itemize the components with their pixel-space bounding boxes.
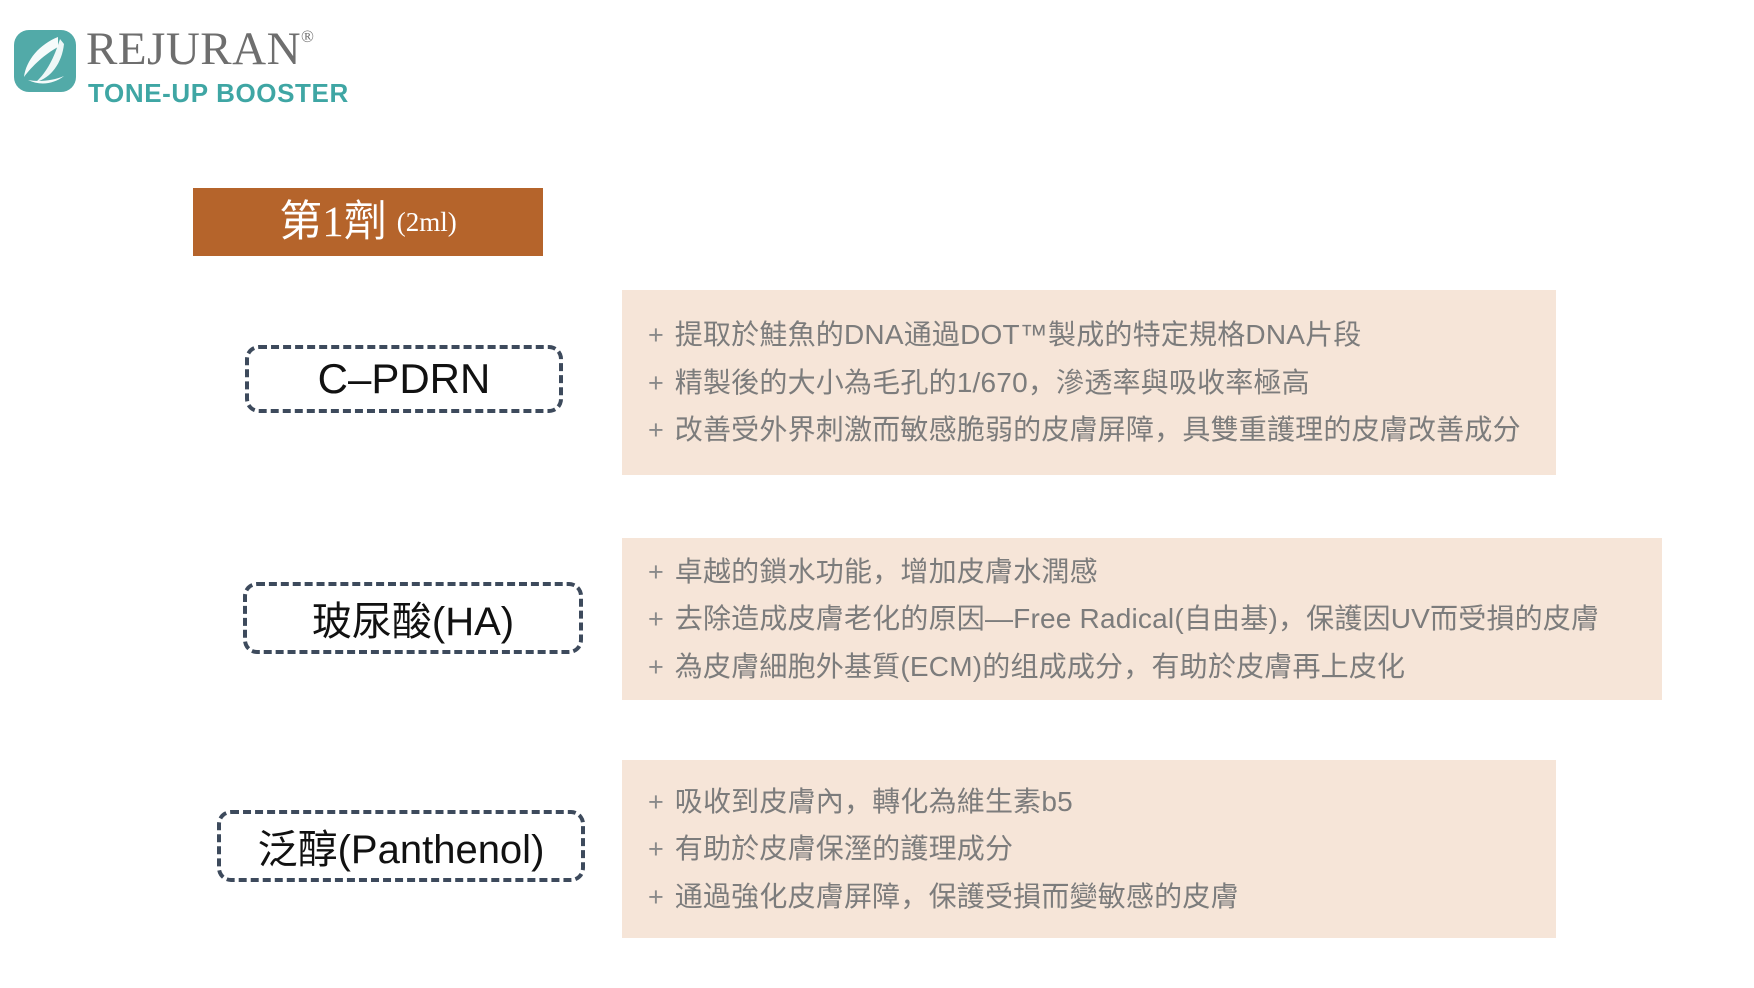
ingredient-row: 玻尿酸(HA) + 卓越的鎖水功能，增加皮膚水潤感 + 去除造成皮膚老化的原因—… — [0, 538, 1754, 708]
ingredient-description-panel: + 提取於鮭魚的DNA通過DOT™製成的特定規格DNA片段 + 精製後的大小為毛… — [622, 290, 1556, 475]
list-item-text: 為皮膚細胞外基質(ECM)的组成成分，有助於皮膚再上皮化 — [674, 650, 1406, 682]
page-title: 第1劑 (2ml) — [193, 188, 543, 256]
brand-wordmark-text: REJURAN — [86, 23, 302, 75]
list-item-text: 去除造成皮膚老化的原因—Free Radical(自由基)，保護因UV而受損的皮… — [674, 603, 1600, 635]
rejuran-leaf-logo-icon — [14, 30, 76, 92]
list-item: + 通過強化皮膚屏障，保護受損而變敏感的皮膚 — [648, 873, 1528, 920]
list-item: + 精製後的大小為毛孔的1/670，滲透率與吸收率極高 — [648, 359, 1528, 406]
page-title-volume: (2ml) — [396, 206, 457, 237]
list-item: + 改善受外界刺激而敏感脆弱的皮膚屏障，具雙重護理的皮膚改善成分 — [648, 406, 1528, 453]
ingredient-description-panel: + 卓越的鎖水功能，增加皮膚水潤感 + 去除造成皮膚老化的原因—Free Rad… — [622, 538, 1662, 700]
plus-icon: + — [648, 556, 664, 587]
page-title-text: 第1劑 — [279, 198, 387, 246]
plus-icon: + — [648, 651, 664, 682]
brand-wordmark: REJURAN® — [86, 22, 314, 76]
ingredient-description-panel: + 吸收到皮膚內，轉化為維生素b5 + 有助於皮膚保溼的護理成分 + 通過強化皮… — [622, 760, 1556, 938]
list-item-text: 提取於鮭魚的DNA通過DOT™製成的特定規格DNA片段 — [674, 319, 1362, 351]
ingredient-label-panthenol: 泛醇(Panthenol) — [217, 810, 585, 882]
ingredient-label-c-pdrn: C–PDRN — [245, 345, 563, 413]
plus-icon: + — [648, 604, 664, 635]
ingredient-label-text: 玻尿酸(HA) — [311, 600, 515, 644]
plus-icon: + — [648, 786, 664, 817]
list-item: + 有助於皮膚保溼的護理成分 — [648, 825, 1528, 872]
list-item: + 去除造成皮膚老化的原因—Free Radical(自由基)，保護因UV而受損… — [648, 595, 1634, 642]
ingredient-label-hyaluronic-acid: 玻尿酸(HA) — [243, 582, 583, 654]
ingredient-row: C–PDRN + 提取於鮭魚的DNA通過DOT™製成的特定規格DNA片段 + 精… — [0, 290, 1754, 475]
list-item: + 卓越的鎖水功能，增加皮膚水潤感 — [648, 548, 1634, 595]
ingredient-label-text: 泛醇(Panthenol) — [257, 828, 545, 872]
brand-tagline: TONE-UP BOOSTER — [88, 78, 349, 108]
ingredient-row: 泛醇(Panthenol) + 吸收到皮膚內，轉化為維生素b5 + 有助於皮膚保… — [0, 760, 1754, 938]
plus-icon: + — [648, 367, 664, 398]
plus-icon: + — [648, 834, 664, 865]
list-item-text: 改善受外界刺激而敏感脆弱的皮膚屏障，具雙重護理的皮膚改善成分 — [674, 414, 1521, 446]
list-item-text: 精製後的大小為毛孔的1/670，滲透率與吸收率極高 — [674, 366, 1310, 398]
plus-icon: + — [648, 415, 664, 446]
registered-trademark-icon: ® — [301, 27, 314, 46]
list-item: + 吸收到皮膚內，轉化為維生素b5 — [648, 778, 1528, 825]
plus-icon: + — [648, 320, 664, 351]
brand-logo-block: REJURAN® TONE-UP BOOSTER — [14, 23, 374, 118]
list-item: + 提取於鮭魚的DNA通過DOT™製成的特定規格DNA片段 — [648, 311, 1528, 358]
list-item: + 為皮膚細胞外基質(ECM)的组成成分，有助於皮膚再上皮化 — [648, 643, 1634, 690]
list-item-text: 通過強化皮膚屏障，保護受損而變敏感的皮膚 — [674, 880, 1239, 912]
list-item-text: 卓越的鎖水功能，增加皮膚水潤感 — [674, 555, 1098, 587]
ingredient-label-text: C–PDRN — [317, 355, 491, 402]
list-item-text: 吸收到皮膚內，轉化為維生素b5 — [674, 785, 1073, 817]
plus-icon: + — [648, 881, 664, 912]
list-item-text: 有助於皮膚保溼的護理成分 — [674, 833, 1014, 865]
